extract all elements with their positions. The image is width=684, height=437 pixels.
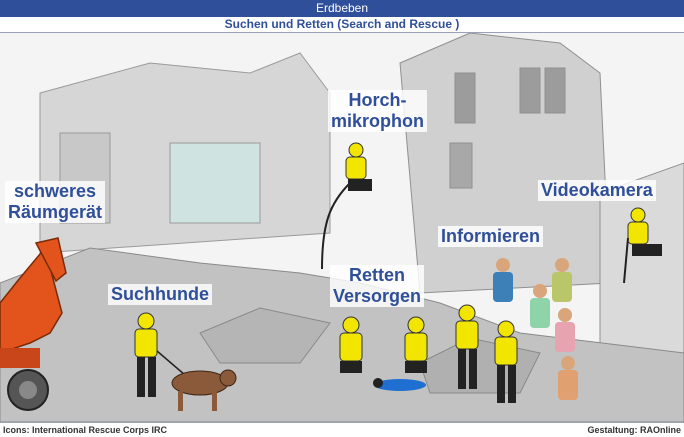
rescue-team-icon xyxy=(339,316,428,391)
icon-credits: Icons: International Rescue Corps IRC xyxy=(3,425,168,435)
label-microphone-line1: Horch- xyxy=(348,90,407,110)
label-search-dogs: Suchhunde xyxy=(108,284,212,305)
search-dog-icon xyxy=(171,369,237,411)
label-video-camera: Videokamera xyxy=(538,180,656,201)
video-camera-rescuer-icon xyxy=(623,207,662,284)
earthquake-scene: schweres Räumgerät Suchhunde Horch- mikr… xyxy=(0,32,684,423)
ruined-building-left xyxy=(39,52,331,254)
page-subtitle: Suchen und Retten (Search and Rescue ) xyxy=(0,17,684,33)
label-rescue-supply: Retten Versorgen xyxy=(330,265,425,307)
label-inform: Informieren xyxy=(438,226,544,247)
label-microphone-line2: mikrophon xyxy=(331,111,424,131)
label-heavy-equipment: schweres Räumgerät xyxy=(5,181,106,223)
dog-handler-icon xyxy=(134,312,186,397)
label-rescue-line1: Retten xyxy=(349,265,406,285)
label-listening-microphone: Horch- mikrophon xyxy=(328,90,427,132)
footer: Icons: International Rescue Corps IRC Ge… xyxy=(0,422,684,437)
excavator-icon xyxy=(0,237,67,411)
microphone-rescuer-icon xyxy=(321,142,372,270)
page-title: Erdbeben xyxy=(0,0,684,17)
label-heavy-equipment-line1: schweres xyxy=(13,181,97,201)
label-heavy-equipment-line2: Räumgerät xyxy=(8,202,103,222)
label-rescue-line2: Versorgen xyxy=(333,286,422,306)
design-credits: Gestaltung: RAOnline xyxy=(587,425,681,435)
informing-group-icon xyxy=(455,258,578,403)
